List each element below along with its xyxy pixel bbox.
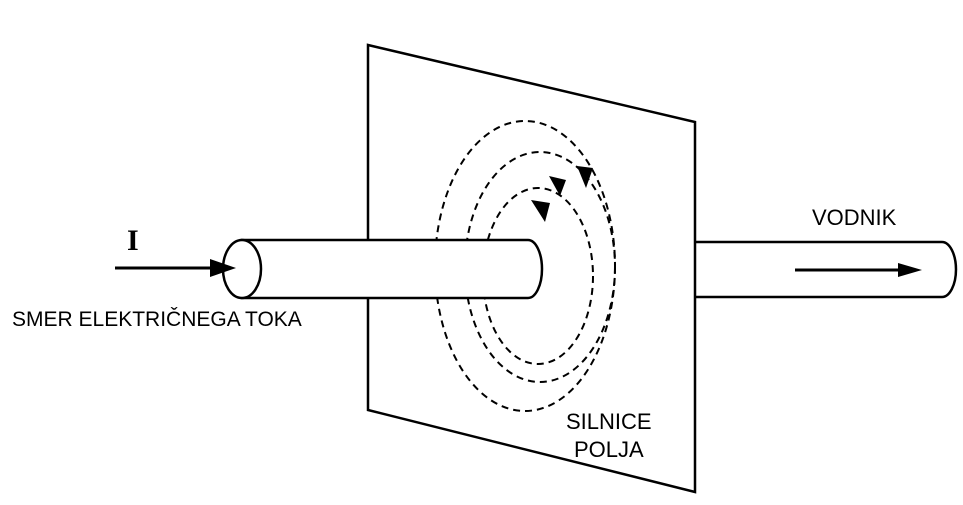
field-line-arrow-1 <box>531 200 550 222</box>
current-arrow <box>115 259 236 277</box>
field-line-inner <box>482 187 594 365</box>
field-line-arrow-3 <box>577 166 593 188</box>
conductor-label: VODNIK <box>812 205 897 230</box>
conductor-direction-arrow <box>795 263 922 277</box>
current-direction-label: SMER ELEKTRIČNEGA TOKA <box>12 308 302 331</box>
field-line-arrow-2 <box>549 176 566 196</box>
field-lines-label-line2: POLJA <box>573 437 644 462</box>
field-line-arrows <box>531 166 593 222</box>
current-symbol-label: I <box>127 224 139 257</box>
field-lines-label: SILNICE POLJA <box>566 408 652 464</box>
field-lines-label-line1: SILNICE <box>566 409 652 434</box>
conductor-left-segment <box>221 238 544 300</box>
conductor-right-segment <box>695 240 958 299</box>
